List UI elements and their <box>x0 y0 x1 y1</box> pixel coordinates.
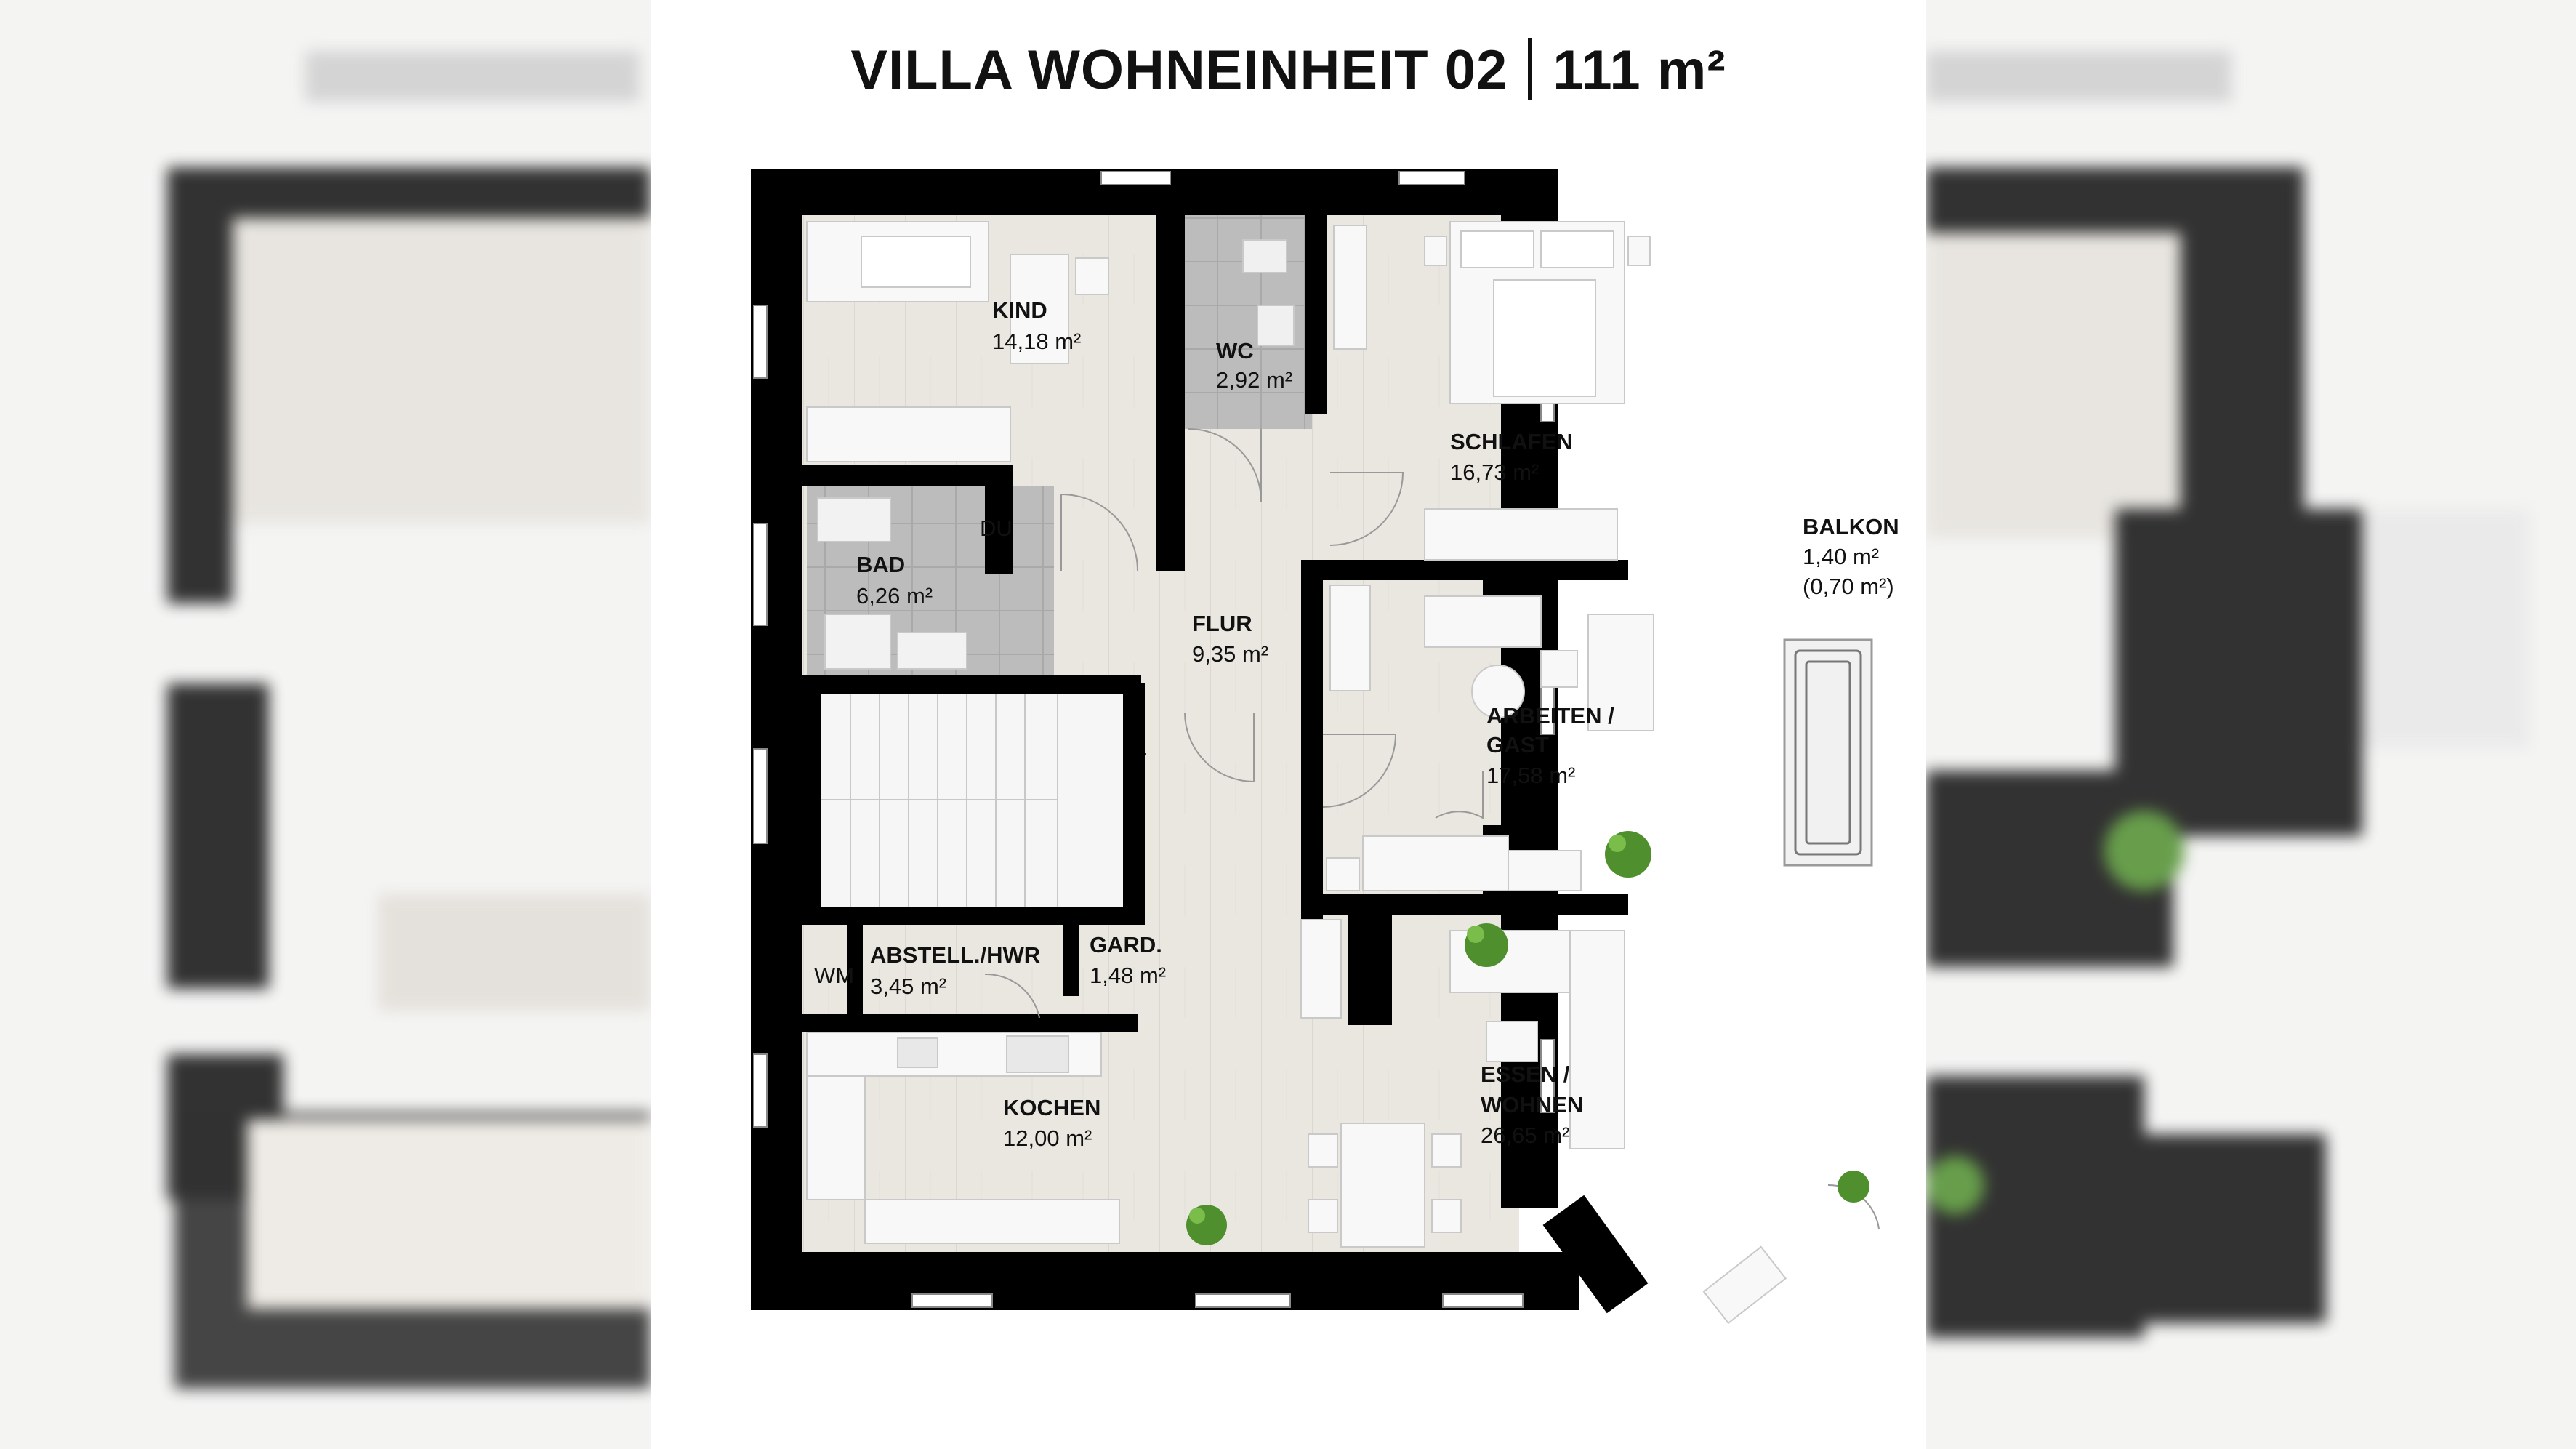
balkon-floor <box>1783 638 1873 867</box>
arbeiten-shelf <box>1329 585 1371 691</box>
room-label-gard: GARD. <box>1090 932 1162 958</box>
plant-icon <box>1838 1171 1869 1203</box>
room-area-gard: 1,48 m² <box>1090 963 1166 988</box>
room-label-essen-1: ESSEN / <box>1481 1061 1570 1087</box>
kitchen-island <box>864 1199 1120 1244</box>
floorplan-panel: VILLA WOHNEINHEIT 02 111 m² <box>651 0 1926 1449</box>
blurred-right-panel <box>1926 0 2576 1449</box>
room-label-wm: WM <box>814 963 854 988</box>
arbeiten-stool <box>1471 665 1525 718</box>
room-label-arbeiten-1: ARBEITEN / <box>1486 703 1614 728</box>
room-label-abstell: ABSTELL./HWR <box>870 942 1040 968</box>
plan-title-name: VILLA WOHNEINHEIT 02 <box>850 39 1508 101</box>
plan-title: VILLA WOHNEINHEIT 02 111 m² <box>651 38 1926 102</box>
garderobe-cabinet <box>1300 919 1342 1019</box>
room-label-bad: BAD <box>856 552 905 577</box>
room-label-balkon: BALKON <box>1803 514 1899 539</box>
arbeiten-bed <box>1362 835 1509 891</box>
schlafen-wardrobe <box>1424 508 1618 561</box>
schlafen-nightstand <box>1493 279 1596 397</box>
room-labels: KIND 14,18 m² WC 2,92 m² SCHLAFEN 16,73 … <box>814 297 1899 1151</box>
room-area-bad: 6,26 m² <box>856 583 933 609</box>
room-label-arbeiten-2: GAST <box>1486 732 1549 758</box>
balkon-railing <box>1794 649 1862 856</box>
room-label-du: DU <box>980 515 1013 541</box>
room-label-wc: WC <box>1216 338 1254 364</box>
furniture <box>806 221 1787 1325</box>
arbeiten-desk <box>1587 614 1654 731</box>
room-area-abstell: 3,45 m² <box>870 974 946 999</box>
schlafen-dresser <box>1333 225 1367 350</box>
blurred-left-panel <box>0 0 651 1449</box>
room-area-flur: 9,35 m² <box>1192 641 1268 667</box>
bay-bench <box>1702 1245 1787 1325</box>
floor-plan: KIND 14,18 m² WC 2,92 m² SCHLAFEN 16,73 … <box>751 169 1899 1325</box>
room-area-essen: 26,65 m² <box>1481 1123 1569 1148</box>
room-label-kind: KIND <box>992 297 1047 323</box>
plants <box>1186 831 1869 1245</box>
room-area-arbeiten: 17,58 m² <box>1486 763 1575 788</box>
room-area-wc: 2,92 m² <box>1216 367 1292 393</box>
kind-wardrobe <box>806 406 1011 462</box>
stair-direction-arrow <box>1124 743 1146 765</box>
room-label-kochen: KOCHEN <box>1003 1095 1100 1120</box>
room-area-kind: 14,18 m² <box>992 329 1081 354</box>
room-area-schlafen: 16,73 m² <box>1450 459 1539 485</box>
staircase <box>821 694 1146 907</box>
door-swings <box>984 428 1880 1229</box>
room-area-balkon-note: (0,70 m²) <box>1803 574 1894 599</box>
kind-desk <box>1010 254 1069 364</box>
arbeiten-sofa <box>1424 595 1542 648</box>
essen-table <box>1340 1123 1425 1248</box>
room-label-essen-2: WOHNEN <box>1481 1092 1583 1117</box>
room-label-flur: FLUR <box>1192 611 1252 636</box>
plan-title-area: 111 m² <box>1553 39 1726 101</box>
title-divider <box>1528 38 1533 100</box>
room-area-balkon: 1,40 m² <box>1803 544 1879 569</box>
room-area-kochen: 12,00 m² <box>1003 1125 1092 1151</box>
room-label-schlafen: SCHLAFEN <box>1450 429 1573 454</box>
